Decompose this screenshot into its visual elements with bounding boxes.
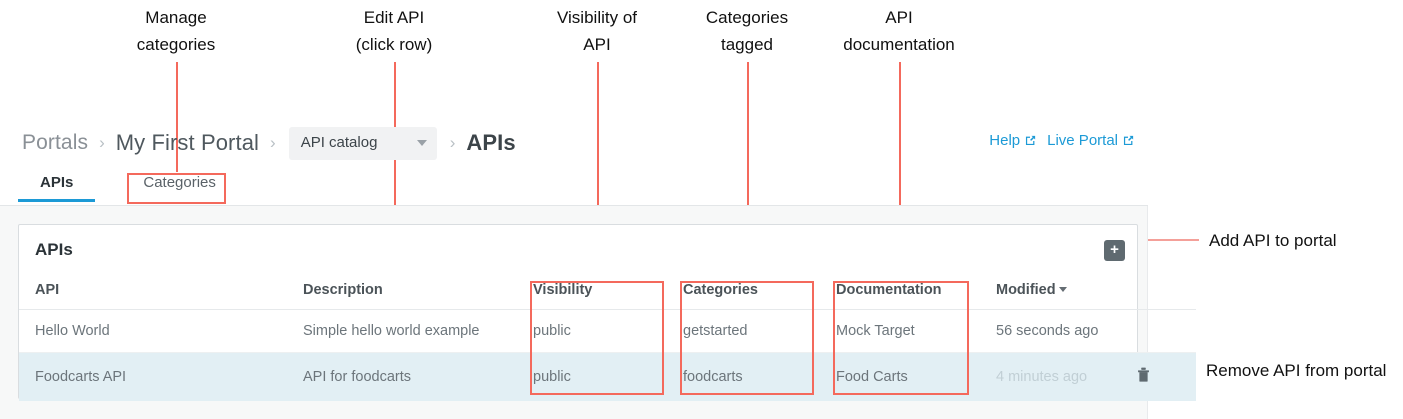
column-header-visibility[interactable]: Visibility (533, 282, 683, 310)
annotation-line (176, 62, 178, 172)
column-header-documentation[interactable]: Documentation (836, 282, 996, 310)
column-header-modified-label: Modified (996, 282, 1056, 298)
annotation-label: Edit API (click row) (355, 8, 433, 54)
external-link-icon (1123, 135, 1134, 146)
tab-apis[interactable]: APIs (17, 170, 96, 202)
breadcrumb-separator-1: › (99, 133, 105, 152)
column-header-documentation-label: Documentation (836, 282, 942, 298)
breadcrumb: Portals › My First Portal › API catalog … (22, 126, 516, 160)
cell-actions (1136, 309, 1196, 353)
apis-card: APIs + API Description Visibility Catego… (18, 224, 1196, 401)
cell-categories: foodcarts (683, 352, 836, 401)
external-link-icon (1026, 135, 1036, 146)
cell-description: Simple hello world example (303, 309, 533, 353)
catalog-select-label: API catalog (300, 134, 378, 151)
annotation-line (899, 62, 901, 281)
cell-visibility: public (533, 309, 683, 353)
annotation-label: Visibility of API (557, 8, 637, 54)
cell-modified: 56 seconds ago (996, 309, 1136, 353)
live-portal-link[interactable]: Live Portal (1047, 132, 1135, 149)
help-link[interactable]: Help (989, 132, 1037, 149)
cell-api: Foodcarts API (19, 352, 303, 401)
tab-categories[interactable]: Categories (143, 170, 216, 201)
cell-categories: getstarted (683, 309, 836, 353)
annotation-line (597, 62, 599, 281)
tab-apis-label: APIs (40, 174, 74, 191)
breadcrumb-portals[interactable]: Portals (22, 131, 89, 154)
table-header-row: API Description Visibility Categories Do… (19, 282, 1196, 310)
card-title: APIs (35, 240, 73, 259)
sort-descending-icon (1058, 287, 1067, 292)
breadcrumb-separator-3: › (449, 133, 456, 152)
live-portal-link-label: Live Portal (1047, 132, 1118, 149)
annotation-label: Categories tagged (705, 8, 789, 54)
column-header-description[interactable]: Description (303, 282, 533, 310)
cell-actions (1136, 352, 1196, 401)
help-link-label: Help (989, 132, 1021, 149)
annotation-label: Manage categories (136, 8, 216, 54)
annotation-label: API documentation (843, 8, 955, 54)
breadcrumb-apis: APIs (466, 130, 516, 155)
column-header-categories[interactable]: Categories (683, 282, 836, 310)
annotation-label: Add API to portal (1209, 231, 1337, 250)
breadcrumb-my-first-portal[interactable]: My First Portal (115, 130, 260, 155)
apis-table: API Description Visibility Categories Do… (19, 282, 1196, 401)
breadcrumb-separator-2: › (270, 133, 276, 152)
tab-categories-label: Categories (143, 174, 216, 191)
catalog-select[interactable]: API catalog (288, 126, 437, 160)
cell-description: API for foodcarts (303, 352, 533, 401)
column-header-api[interactable]: API (19, 282, 303, 310)
column-header-modified[interactable]: Modified (996, 282, 1136, 310)
annotation-line (1121, 239, 1199, 241)
delete-icon[interactable] (1136, 366, 1151, 383)
chevron-down-icon (416, 139, 427, 146)
cell-documentation: Food Carts (836, 352, 996, 401)
cell-visibility: public (533, 352, 683, 401)
annotation-label: Remove API from portal (1206, 361, 1387, 380)
top-right-links: Help Live Portal (989, 132, 1135, 149)
add-api-button[interactable]: + (1104, 240, 1125, 261)
annotation-line (747, 62, 749, 281)
cell-modified: 4 minutes ago (996, 352, 1136, 401)
cell-api: Hello World (19, 309, 303, 353)
column-header-visibility-label: Visibility (533, 282, 593, 298)
cell-documentation: Mock Target (836, 309, 996, 353)
tab-bar: APIs Categories (0, 170, 1148, 206)
column-header-actions (1136, 282, 1196, 310)
column-header-categories-label: Categories (683, 282, 758, 298)
